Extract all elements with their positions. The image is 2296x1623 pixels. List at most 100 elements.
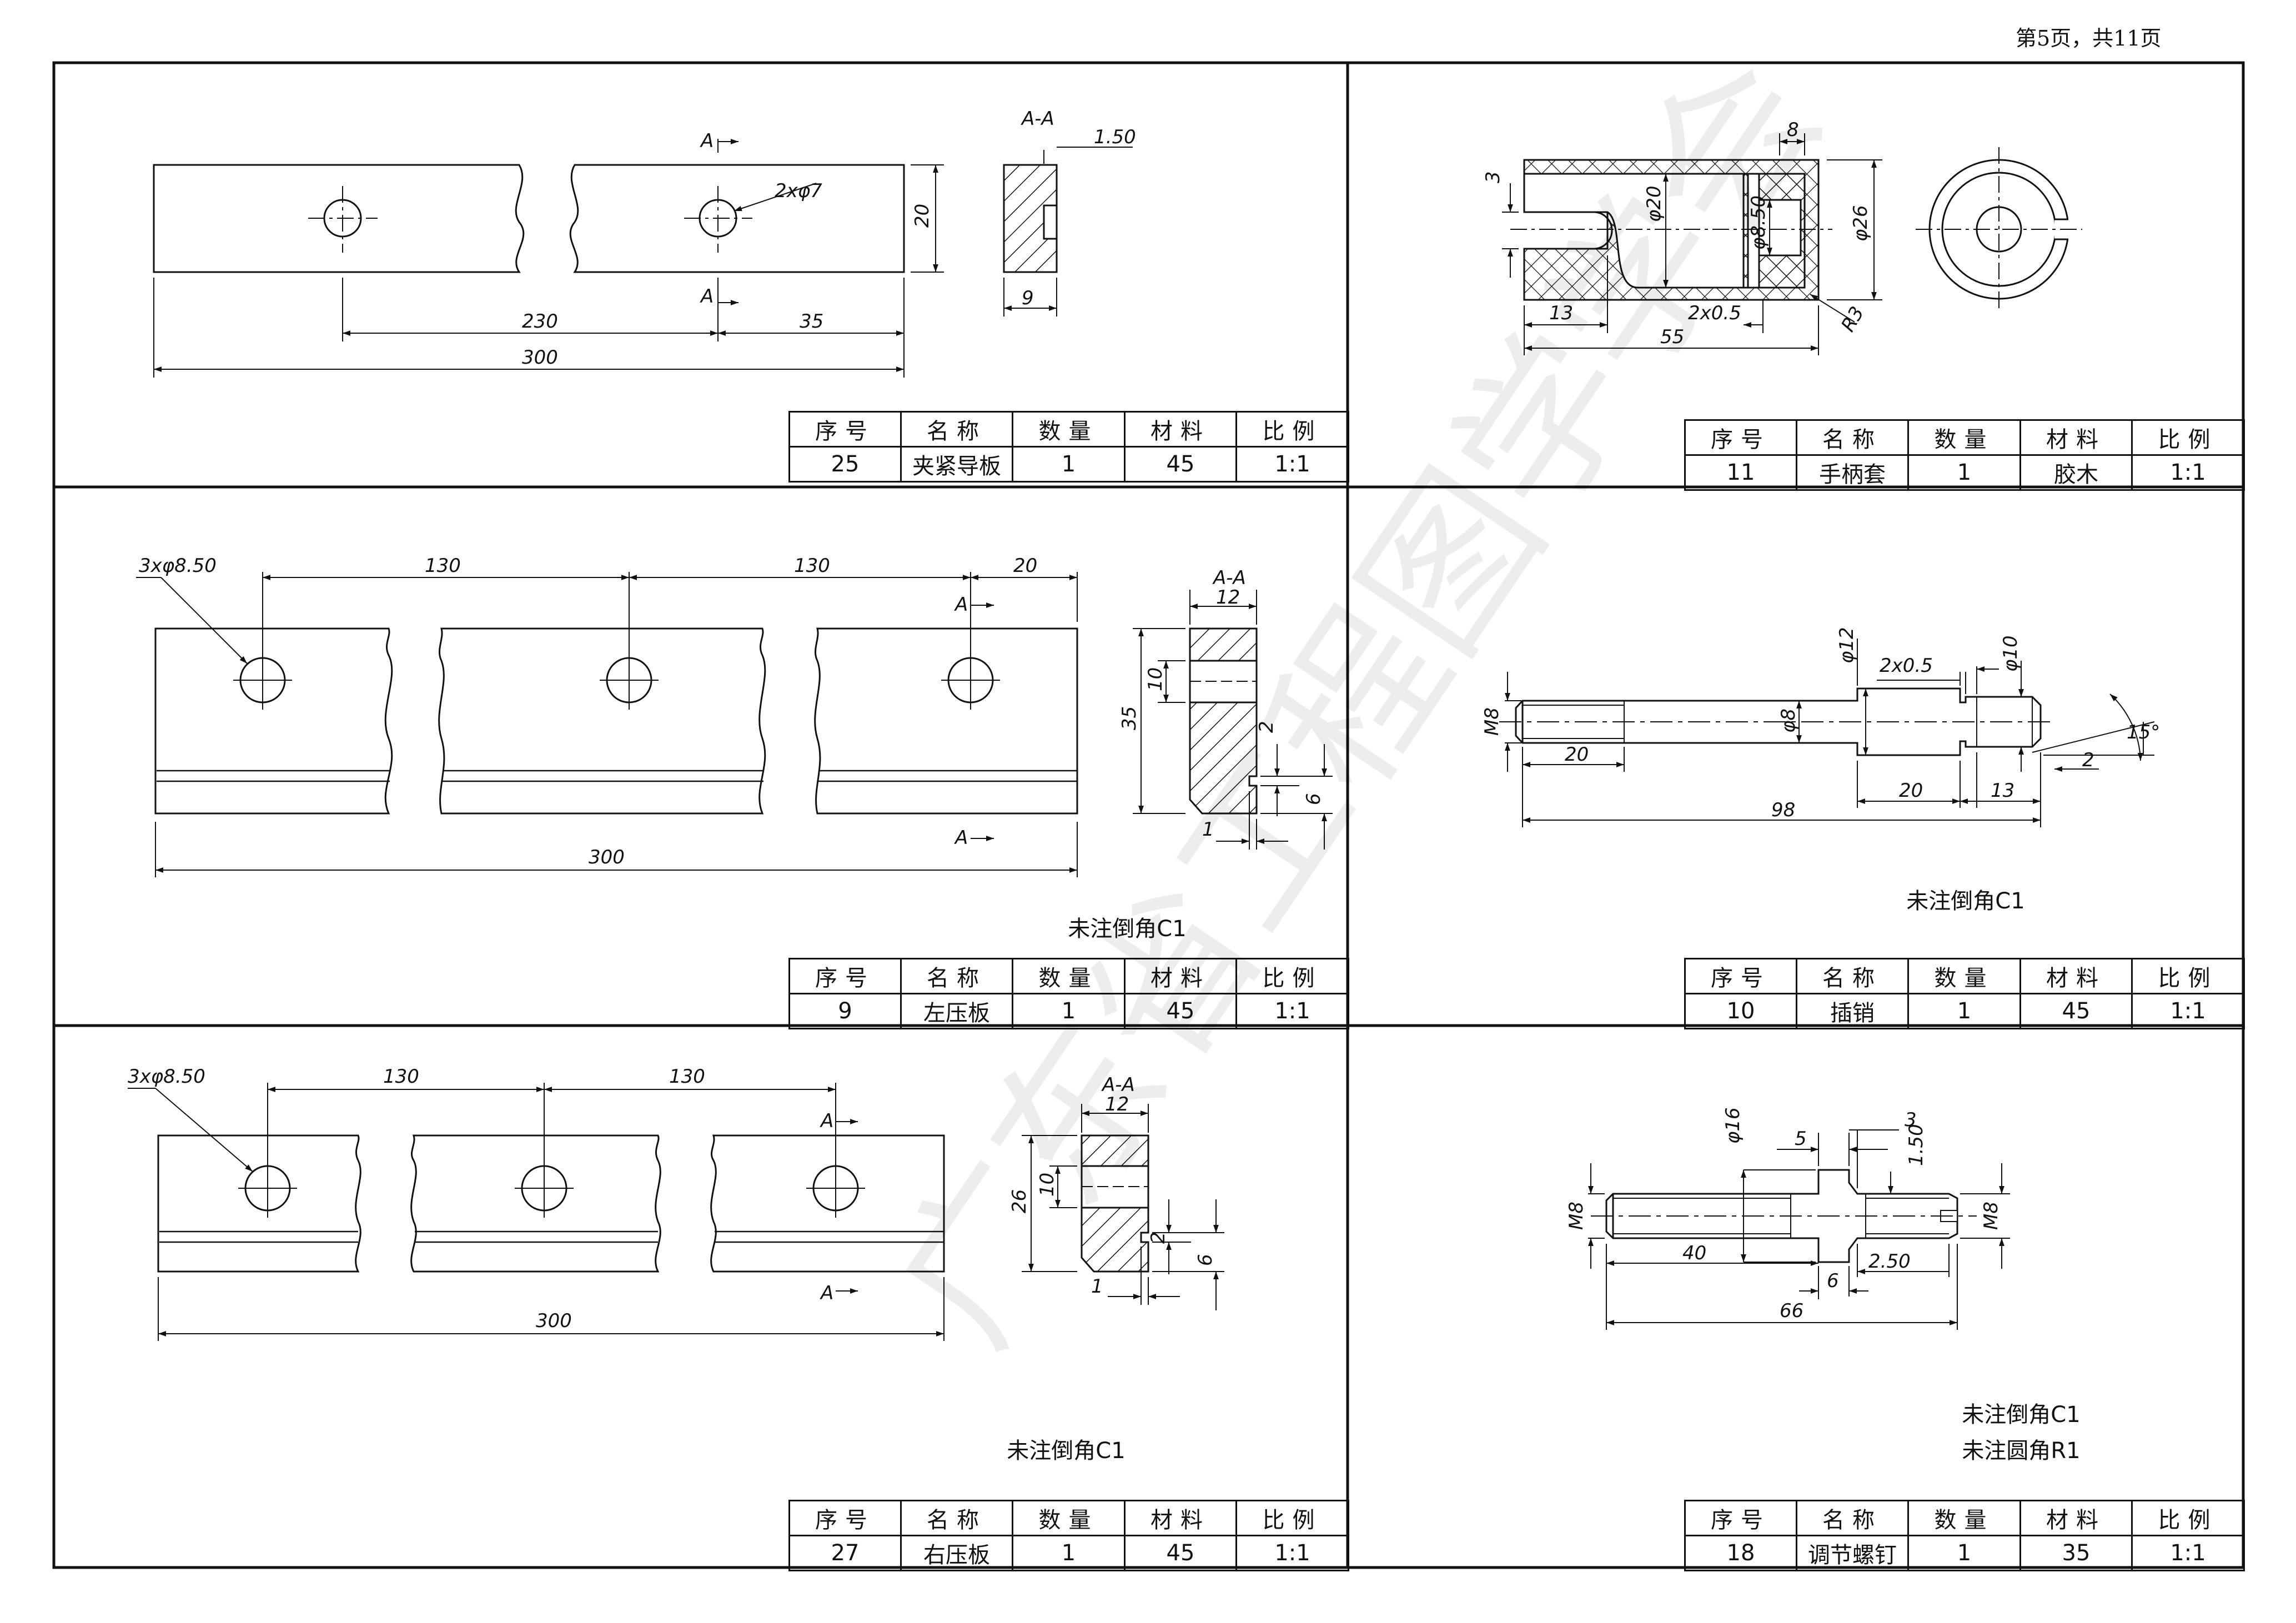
header-qty: 数量 xyxy=(1012,411,1126,448)
header-material: 材料 xyxy=(1124,958,1237,994)
header-material: 材料 xyxy=(2019,958,2133,994)
part-name: 手柄套 xyxy=(1796,454,1909,491)
part-material: 45 xyxy=(1124,446,1237,483)
header-scale: 比例 xyxy=(2131,419,2245,456)
dim-20: 20 xyxy=(1565,743,1589,766)
dim-phi26: φ26 xyxy=(1850,205,1872,242)
header-name: 名称 xyxy=(1796,1500,1909,1536)
thread-M8: M8 xyxy=(1980,1202,2002,1230)
part-scale: 1:1 xyxy=(2131,454,2245,491)
dim-300: 300 xyxy=(522,346,558,369)
dim-2x0-5: 2x0.5 xyxy=(1688,302,1741,324)
part-name: 调节螺钉 xyxy=(1796,1535,1909,1571)
dim-5: 5 xyxy=(1795,1128,1807,1150)
header-scale: 比例 xyxy=(1235,411,1349,448)
dim-2x0-5: 2x0.5 xyxy=(1880,655,1933,677)
part-material: 45 xyxy=(1124,1535,1237,1571)
part-material: 45 xyxy=(2019,993,2133,1029)
part-index: 9 xyxy=(788,993,902,1029)
dim-40: 40 xyxy=(1682,1242,1706,1264)
part-name: 左压板 xyxy=(900,993,1013,1029)
page-number: 第5页，共11页 xyxy=(2016,26,2162,51)
dim-130: 130 xyxy=(425,555,461,577)
dim-98: 98 xyxy=(1771,799,1795,821)
dim-130: 130 xyxy=(794,555,830,577)
dim-20: 20 xyxy=(1013,555,1037,577)
header-index: 序号 xyxy=(788,1500,902,1536)
part-18-labels: φ16 5 3 1.50 M8 M8 40 6 2.50 66 xyxy=(1565,1107,2002,1322)
dim-13: 13 xyxy=(1991,780,2014,802)
part-qty: 1 xyxy=(1907,454,2021,491)
dim-3: 3 xyxy=(1905,1109,1917,1131)
header-qty: 数量 xyxy=(1907,1500,2021,1536)
part-qty: 1 xyxy=(1012,446,1126,483)
dim-phi8-50: φ8.50 xyxy=(1747,195,1770,250)
header-qty: 数量 xyxy=(1907,958,2021,994)
part-scale: 1:1 xyxy=(2131,993,2245,1029)
section-label: A-A xyxy=(1101,1074,1135,1096)
dim-3: 3 xyxy=(1482,171,1504,183)
part-25-labels: 230 35 300 20 9 1.50 A-A 2xφ7 A A xyxy=(522,108,1136,369)
part-25-drawing xyxy=(153,139,1133,378)
part-scale: 1:1 xyxy=(1235,446,1349,483)
section-mark: A xyxy=(820,1282,833,1304)
header-name: 名称 xyxy=(900,411,1013,448)
hole-callout: 3xφ8.50 xyxy=(139,555,217,577)
header-scale: 比例 xyxy=(1235,1500,1349,1536)
header-name: 名称 xyxy=(1796,419,1909,456)
note-chamfer: 未注倒角C1 xyxy=(1906,888,2025,914)
dim-1: 1 xyxy=(1202,818,1214,841)
header-qty: 数量 xyxy=(1012,1500,1126,1536)
header-index: 序号 xyxy=(788,958,902,994)
dim-26: 26 xyxy=(1008,1189,1031,1213)
guide-plate-left xyxy=(153,164,525,273)
section-label: A-A xyxy=(1021,108,1054,130)
dim-1-50: 1.50 xyxy=(1905,1124,1927,1166)
dim-R3: R3 xyxy=(1837,303,1868,335)
dim-300: 300 xyxy=(589,846,625,868)
thread-M8: M8 xyxy=(1481,707,1503,736)
dim-130: 130 xyxy=(669,1066,705,1088)
section-mark: A xyxy=(820,1110,833,1132)
note-fillet: 未注圆角R1 xyxy=(1962,1438,2081,1464)
part-index: 10 xyxy=(1684,993,1797,1029)
header-material: 材料 xyxy=(1124,411,1237,448)
dim-20: 20 xyxy=(1899,780,1923,802)
part-name: 插销 xyxy=(1796,993,1909,1029)
part-qty: 1 xyxy=(1012,1535,1126,1571)
dim-2: 2 xyxy=(1255,721,1278,733)
header-name: 名称 xyxy=(900,1500,1013,1536)
part-index: 11 xyxy=(1684,454,1797,491)
part-name: 右压板 xyxy=(900,1535,1013,1571)
header-index: 序号 xyxy=(1684,1500,1797,1536)
section-mark: A xyxy=(954,827,968,849)
sheet-frame xyxy=(52,61,2245,1569)
header-material: 材料 xyxy=(1124,1500,1237,1536)
dim-35: 35 xyxy=(1118,706,1141,730)
part-11-drawing xyxy=(1502,133,2082,355)
centerlines xyxy=(308,186,752,253)
part-9-drawing xyxy=(136,572,1333,877)
dim-8: 8 xyxy=(1787,119,1799,141)
header-index: 序号 xyxy=(788,411,902,448)
section-label: A-A xyxy=(1212,567,1246,589)
header-scale: 比例 xyxy=(1235,958,1349,994)
dim-6: 6 xyxy=(1303,793,1325,805)
dim-phi8: φ8 xyxy=(1777,709,1800,733)
part-27-labels: 3xφ8.50 130 130 300 A-A 12 10 26 2 6 1 A… xyxy=(128,1066,1217,1332)
dim-55: 55 xyxy=(1660,326,1684,348)
part-index: 25 xyxy=(788,446,902,483)
dim-phi10: φ10 xyxy=(1999,635,2022,672)
note-chamfer: 未注倒角C1 xyxy=(1962,1402,2081,1428)
dim-2: 2 xyxy=(1147,1232,1169,1244)
dim-6: 6 xyxy=(1827,1270,1839,1292)
section-mark: A xyxy=(700,285,714,308)
header-name: 名称 xyxy=(900,958,1013,994)
dim-35: 35 xyxy=(800,310,823,333)
part-qty: 1 xyxy=(1907,993,2021,1029)
section-mark: A xyxy=(954,594,968,616)
part-10-labels: M8 20 φ8 φ12 2x0.5 φ10 15° 2 20 13 98 xyxy=(1481,627,2160,821)
